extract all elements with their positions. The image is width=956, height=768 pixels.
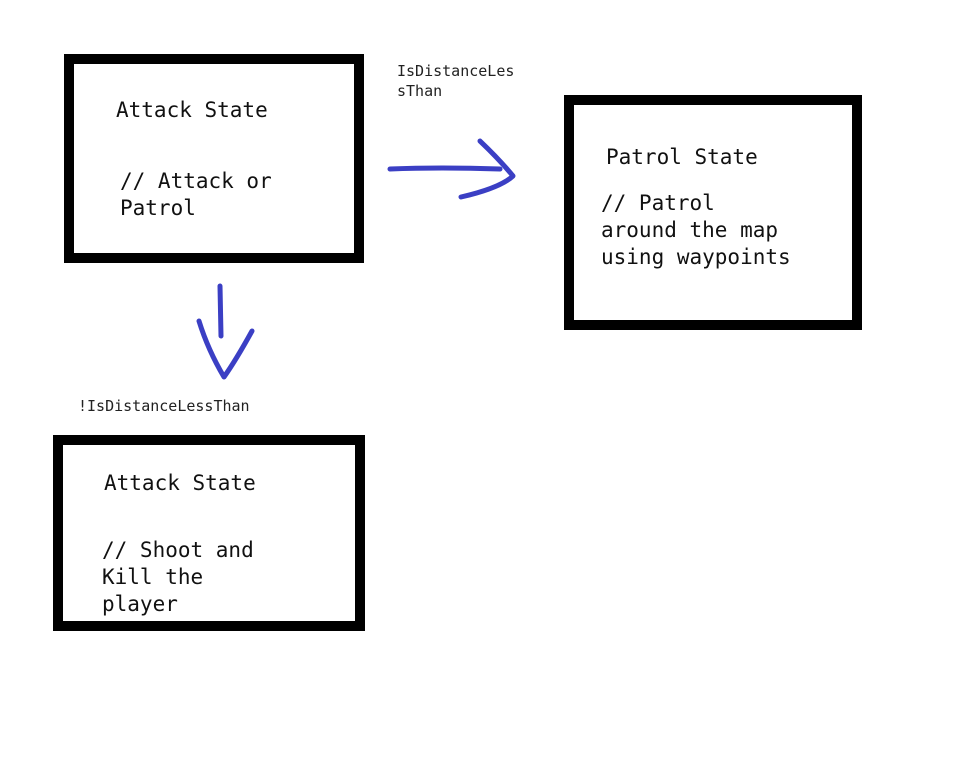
patrol-state-comment: // Patrol around the map using waypoints [601,191,791,269]
patrol-state-title: Patrol State [606,145,758,169]
arrow-right-head [458,138,516,200]
attack-state-comment-bottom: // Shoot and Kill the player [102,538,254,616]
attack-state-title-top: Attack State [116,98,268,122]
arrow-right-shaft [387,165,503,172]
transition-label-to-patrol: IsDistanceLes sThan [397,62,515,100]
transition-label-to-attack: !IsDistanceLessThan [78,397,250,415]
attack-state-box-top: Attack State // Attack or Patrol [64,54,364,263]
attack-state-box-bottom: Attack State // Shoot and Kill the playe… [53,435,365,631]
attack-state-comment-top: // Attack or Patrol [120,169,272,220]
patrol-state-box: Patrol State // Patrol around the map us… [564,95,862,330]
attack-state-title-bottom: Attack State [104,471,256,495]
arrow-down-shaft [217,283,224,339]
arrow-down-head [196,318,255,380]
